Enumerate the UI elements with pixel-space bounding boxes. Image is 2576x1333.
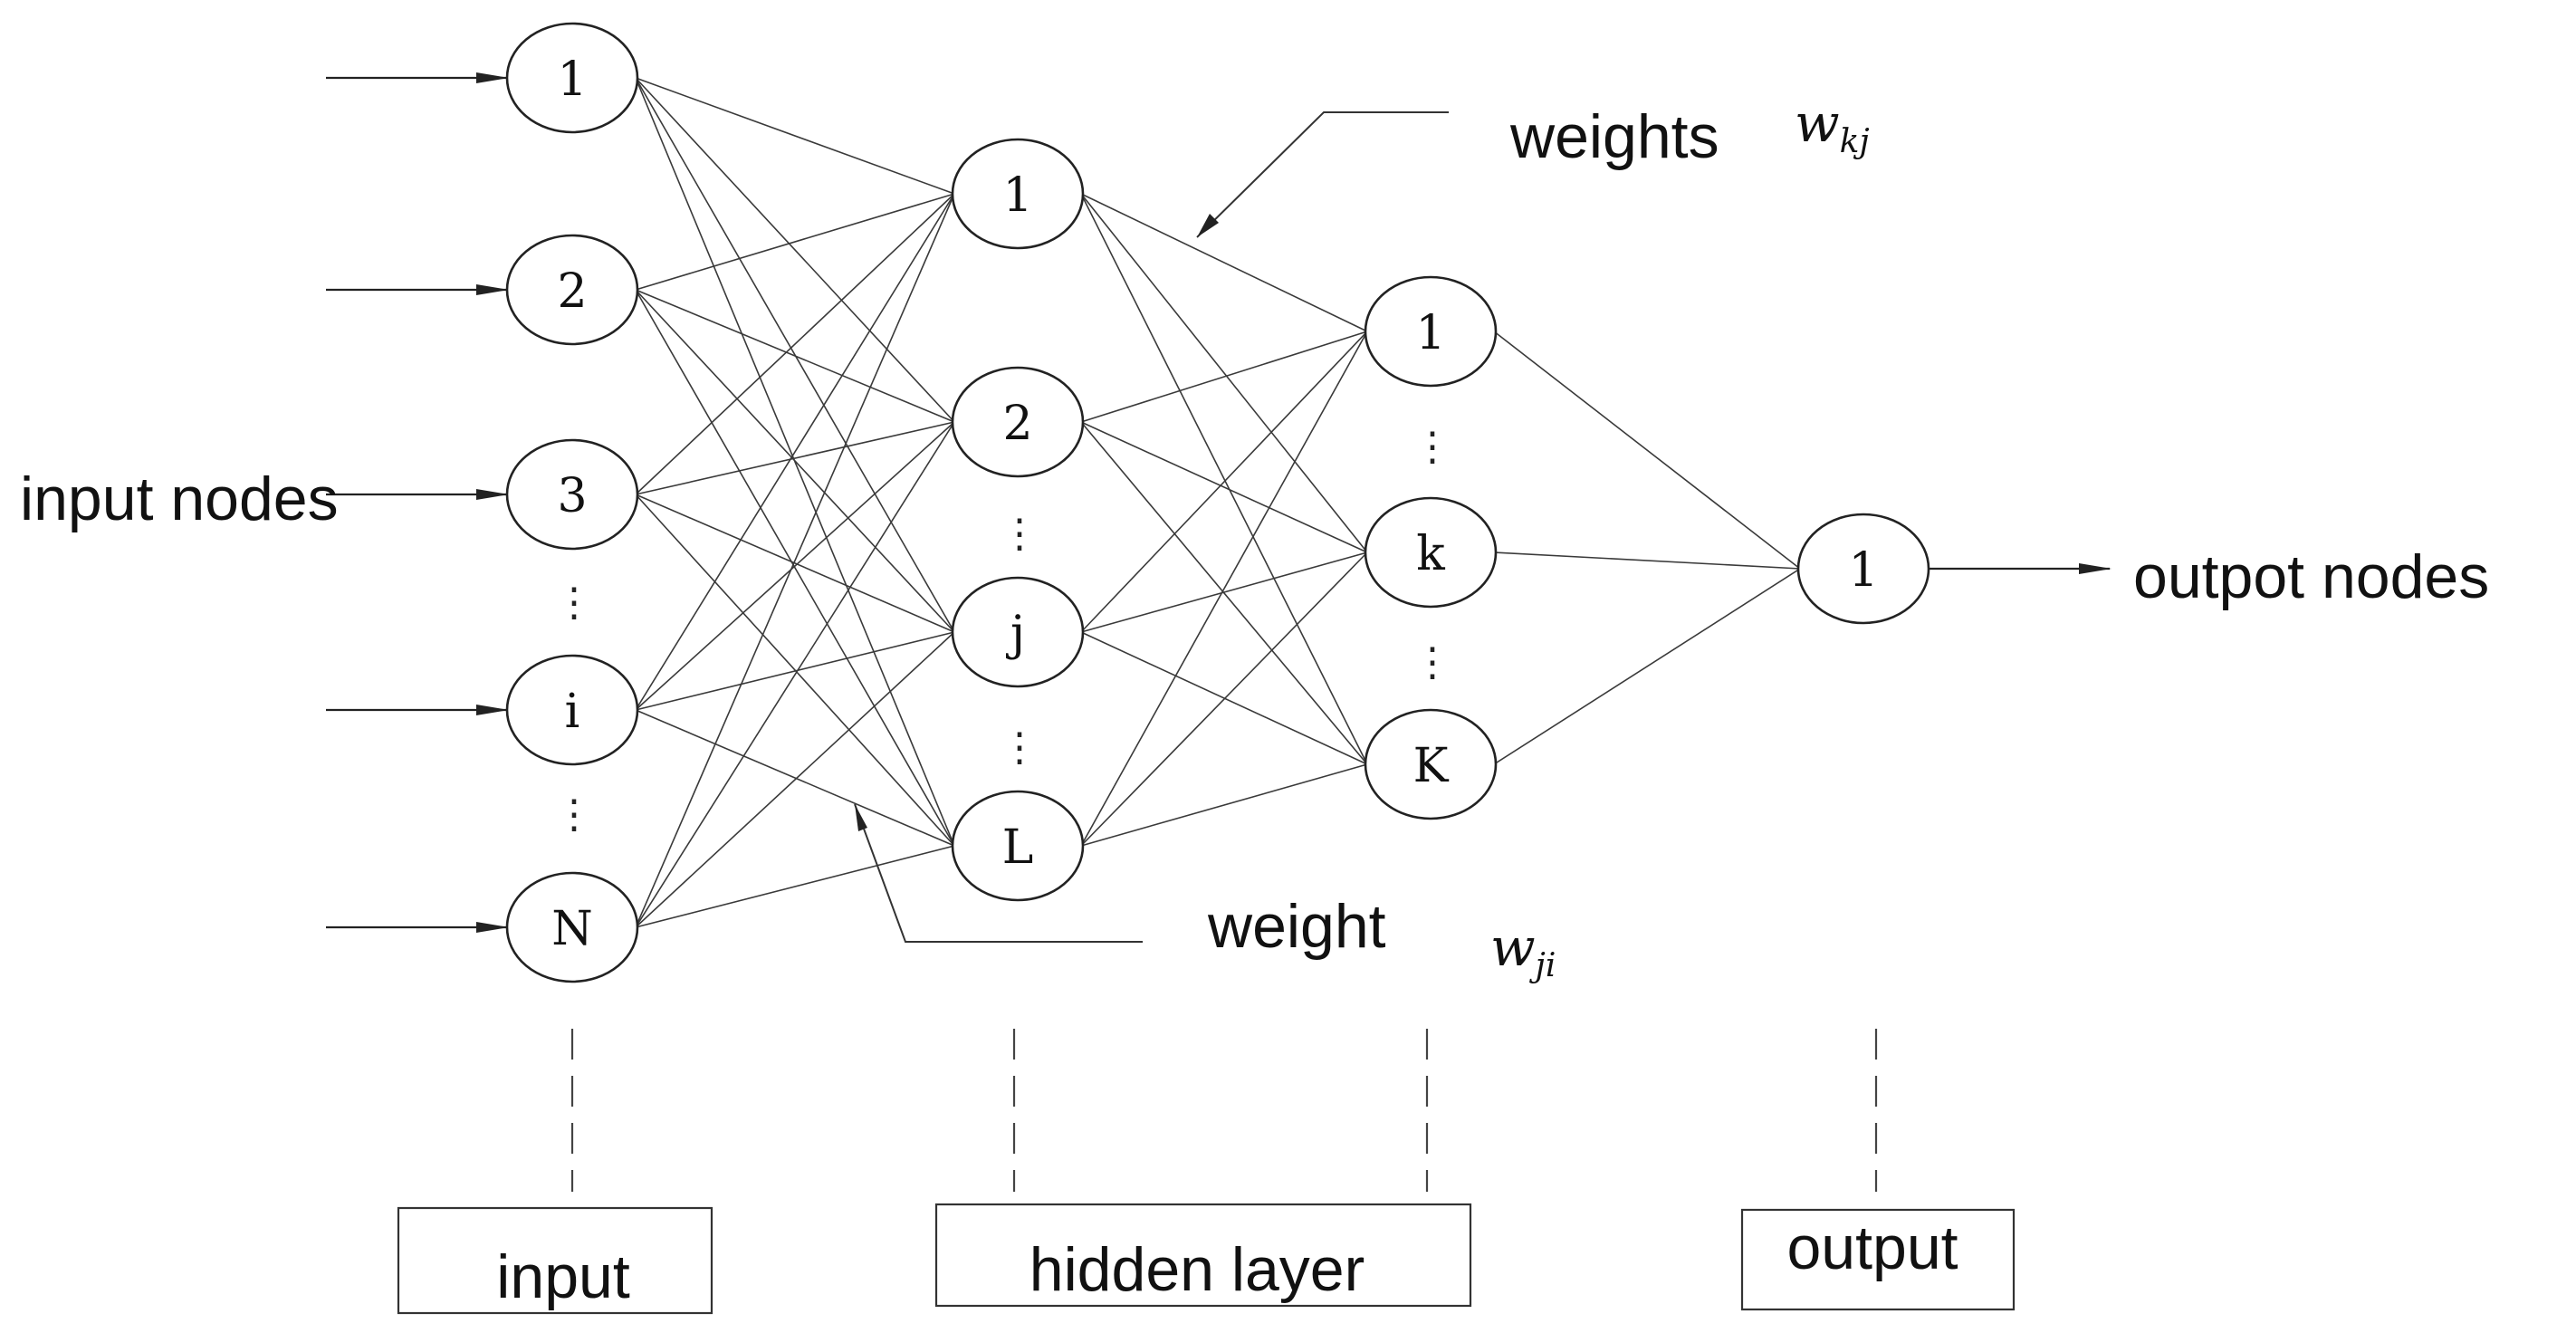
connection-edges	[635, 77, 1801, 928]
input-layer-box: input	[397, 1206, 713, 1315]
hidden2-node-k-label: k	[1416, 527, 1445, 581]
input-node-3	[505, 438, 639, 551]
edge-l0-4-3	[635, 845, 955, 928]
output-layer-nodes: 1	[1796, 513, 1930, 625]
weights-kj-math: wkj	[1795, 92, 1870, 160]
edge-l1-3-2	[1080, 763, 1368, 847]
edge-l0-3-1	[635, 421, 955, 711]
weight-ji-label: weight wji	[1207, 892, 1556, 984]
edge-l0-0-1	[635, 77, 955, 423]
weights-kj-text: weights	[1509, 102, 1719, 171]
weights-kj-label: weights wkj	[1509, 92, 1870, 171]
edge-l0-4-1	[635, 421, 955, 928]
edge-l1-0-0	[1080, 193, 1368, 332]
hidden1-node-L	[951, 790, 1085, 902]
hidden-layer-label: hidden layer	[1029, 1235, 1365, 1304]
edge-l0-2-1	[635, 421, 955, 495]
edge-l0-2-0	[635, 193, 955, 495]
edge-l2-0-0	[1493, 331, 1801, 570]
hidden2-node-k	[1364, 496, 1498, 609]
input-node-i	[505, 654, 639, 766]
hidden2-layer-nodes: 1 ⋮ k ⋮ K	[1364, 275, 1498, 820]
edge-l0-0-0	[635, 77, 955, 195]
edge-l0-1-2	[635, 289, 955, 633]
input-ellipsis-2: ⋮	[554, 791, 594, 838]
input-layer-label: input	[496, 1242, 630, 1311]
edge-l0-1-0	[635, 193, 955, 291]
edge-l0-1-1	[635, 289, 955, 423]
edge-l0-0-2	[635, 77, 955, 633]
input-output-arrows	[326, 72, 2112, 933]
edge-l2-1-0	[1493, 551, 1801, 570]
edge-l0-3-0	[635, 193, 955, 711]
hidden1-node-2	[951, 366, 1085, 478]
edge-l0-4-2	[635, 631, 955, 928]
input-layer-nodes: 1 2 3 ⋮ i ⋮ N	[505, 22, 639, 983]
hidden2-node-K-label: K	[1413, 739, 1450, 793]
hidden2-ellipsis-2: ⋮	[1412, 639, 1452, 686]
edge-l0-3-3	[635, 709, 955, 847]
hidden1-node-1	[951, 138, 1085, 250]
hidden1-layer-nodes: 1 2 ⋮ j ⋮ L	[951, 138, 1085, 902]
edge-l0-1-3	[635, 289, 955, 847]
hidden1-ellipsis-1: ⋮	[1000, 511, 1039, 557]
output-layer-box: output	[1740, 1208, 2016, 1311]
weight-ji-leader	[854, 803, 1143, 943]
input-ellipsis-1: ⋮	[554, 580, 594, 626]
edge-l1-3-0	[1080, 331, 1368, 847]
hidden-layer-box: hidden layer	[934, 1203, 1472, 1308]
output-nodes-caption: outpot nodes	[2133, 542, 2489, 611]
edge-l1-0-1	[1080, 193, 1368, 553]
edge-l1-3-1	[1080, 551, 1368, 847]
hidden1-ellipsis-2: ⋮	[1000, 724, 1039, 771]
input-node-i-label: i	[565, 685, 580, 739]
edge-l0-2-2	[635, 494, 955, 633]
hidden2-node-1	[1364, 275, 1498, 388]
hidden2-node-K	[1364, 708, 1498, 820]
edge-l0-2-3	[635, 494, 955, 847]
edge-l2-2-0	[1493, 568, 1801, 765]
input-node-1-label: 1	[557, 53, 587, 107]
edge-l1-2-0	[1080, 331, 1368, 633]
edge-l1-1-0	[1080, 331, 1368, 423]
hidden1-node-j	[951, 576, 1085, 688]
edge-l0-3-2	[635, 631, 955, 711]
input-node-2-label: 2	[557, 264, 587, 319]
edge-l1-1-1	[1080, 421, 1368, 553]
output-layer-label: output	[1786, 1213, 1958, 1282]
output-node-1-label: 1	[1848, 543, 1878, 598]
weight-ji-math: wji	[1490, 916, 1556, 984]
hidden1-node-j-label: j	[1006, 607, 1025, 661]
hidden1-node-2-label: 2	[1002, 397, 1032, 451]
weights-kj-leader	[1196, 111, 1449, 238]
input-node-1	[505, 22, 639, 134]
hidden2-node-1-label: 1	[1415, 306, 1445, 360]
edge-l0-4-0	[635, 193, 955, 928]
input-nodes-caption: input nodes	[20, 465, 339, 533]
hidden1-node-L-label: L	[1002, 820, 1034, 875]
hidden2-ellipsis-1: ⋮	[1412, 424, 1452, 470]
edge-l1-1-2	[1080, 421, 1368, 765]
input-node-3-label: 3	[557, 469, 587, 523]
input-node-2	[505, 234, 639, 346]
hidden1-node-1-label: 1	[1002, 168, 1032, 223]
input-node-N-label: N	[551, 902, 593, 956]
output-node-1	[1796, 513, 1930, 625]
edge-l1-0-2	[1080, 193, 1368, 765]
edge-l1-2-1	[1080, 551, 1368, 633]
input-node-N	[505, 871, 639, 983]
weight-ji-text: weight	[1207, 892, 1386, 961]
